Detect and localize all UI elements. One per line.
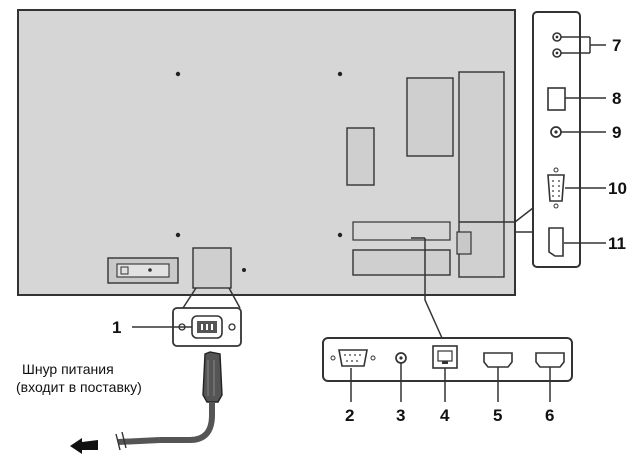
ac-power-inlet-icon (172, 307, 242, 347)
usb-port-icon (547, 87, 566, 111)
callout-10: 10 (608, 179, 627, 198)
hdmi-port-icon (535, 352, 565, 368)
callout-4: 4 (440, 406, 450, 425)
callout-7: 7 (612, 36, 621, 55)
callout-2: 2 (345, 406, 354, 425)
callout-6: 6 (545, 406, 554, 425)
power-cord (115, 351, 223, 451)
hdmi-port-icon (483, 352, 513, 368)
monitor-back-panel (17, 9, 516, 296)
hdmi-port-icon (548, 227, 564, 257)
callout-5: 5 (493, 406, 502, 425)
power-cord-caption-line1: Шнур питания (22, 361, 114, 377)
vga-port-icon (547, 167, 565, 209)
callout-1: 1 (112, 318, 121, 337)
power-cord-caption-line2: (входит в поставку) (16, 379, 142, 395)
direction-arrow-icon (70, 438, 98, 454)
d-sub-9pin-serial-icon (330, 349, 376, 367)
side-connector-panel (532, 11, 581, 268)
callout-11: 11 (608, 234, 626, 253)
audio-jack-icon (550, 126, 562, 138)
callout-9: 9 (612, 123, 621, 142)
callout-3: 3 (396, 406, 405, 425)
audio-mini-jack-icon (395, 352, 407, 364)
rj45-lan-port-icon (432, 345, 458, 369)
callout-8: 8 (612, 89, 621, 108)
